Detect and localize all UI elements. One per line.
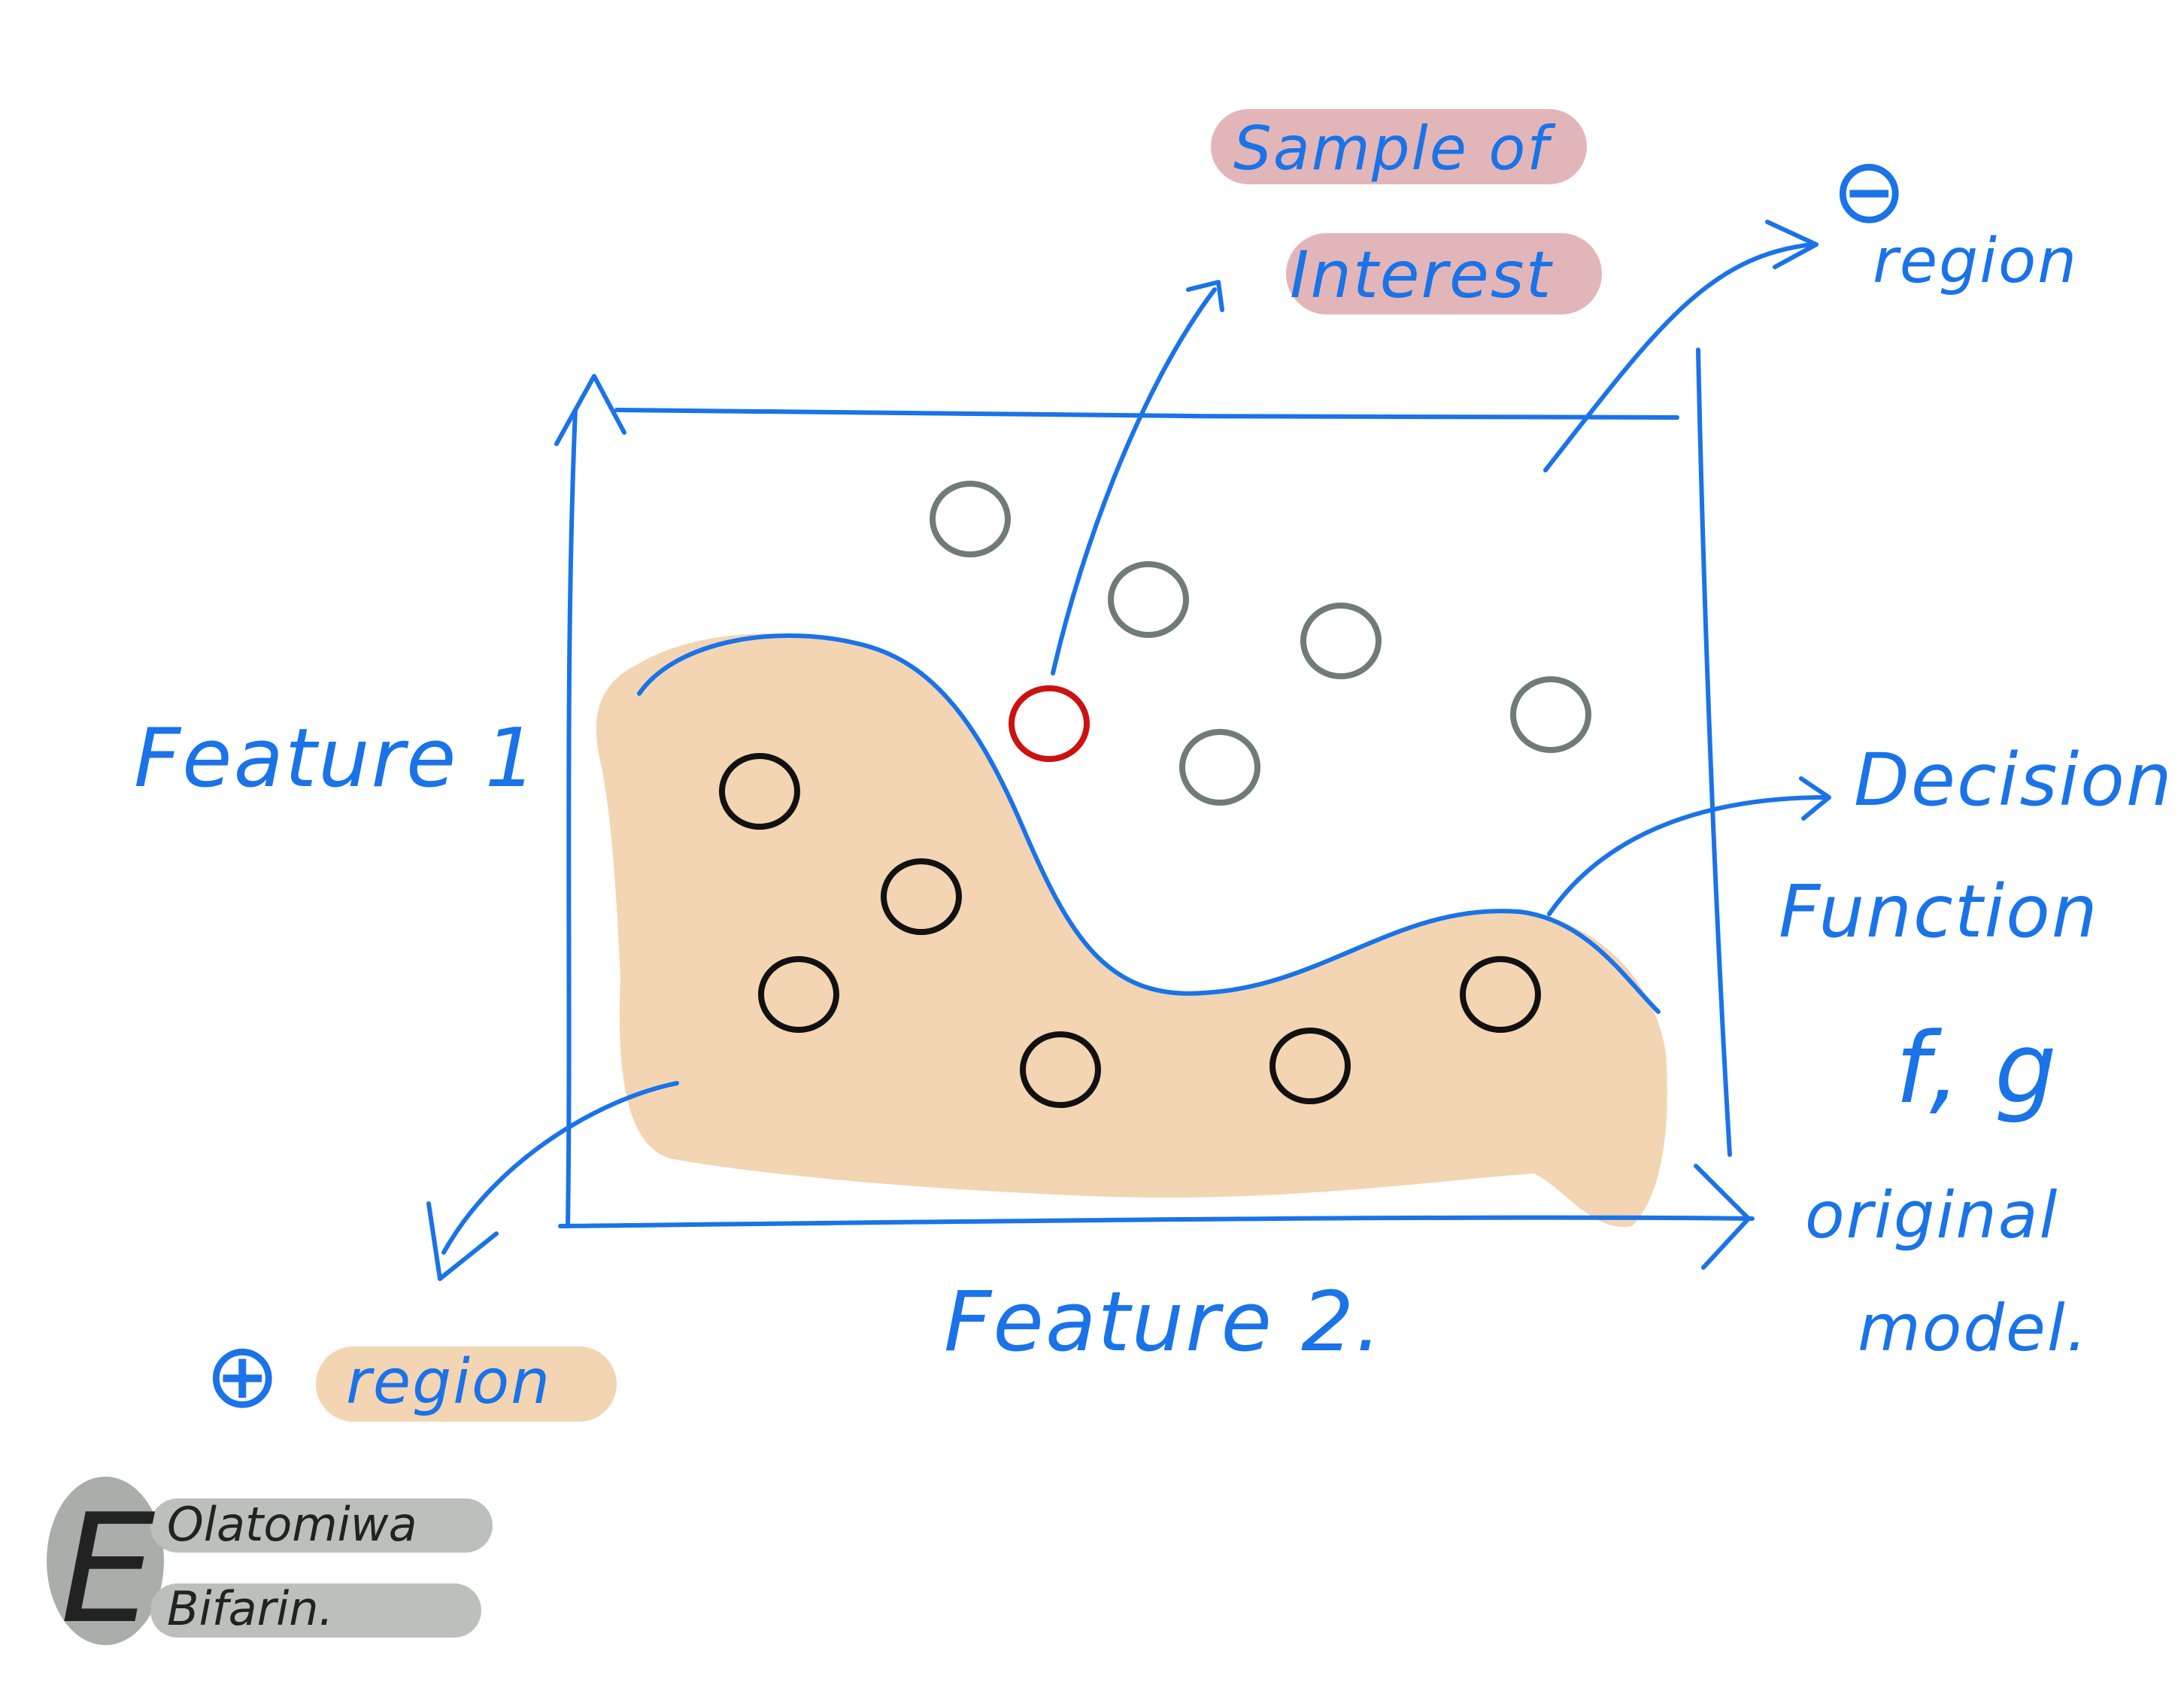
negative-sample-marker [1510, 676, 1591, 753]
sample-highlight [1211, 109, 1587, 184]
positive-region-label: region [346, 1346, 551, 1418]
signature-first-name-pill [150, 1498, 493, 1553]
sample-of-interest-marker [1009, 685, 1090, 762]
signature-first-name: Olatomiwa [167, 1497, 417, 1552]
negative-samples [930, 481, 1591, 806]
negative-region-label: region [1873, 226, 2078, 297]
sample-of-interest-arrowhead [1186, 280, 1224, 312]
positive-samples [719, 753, 1541, 1108]
positive-sample-marker [1020, 1031, 1101, 1108]
sample-of-interest-arrow [1051, 287, 1217, 676]
positive-sample-marker [719, 753, 800, 830]
positive-region-arrowhead [426, 1201, 499, 1281]
feature-1-label: Feature 1 [134, 712, 538, 806]
interest-highlight [1286, 233, 1602, 314]
positive-region-highlight [316, 1346, 617, 1422]
x-axis-arrowhead [1694, 1164, 1751, 1270]
original-model-label-line2: model. [1858, 1291, 2088, 1366]
signature-badge-blob [47, 1477, 164, 1645]
signature-last-name-pill [150, 1583, 481, 1638]
plot-frame-right [1696, 348, 1732, 1157]
decision-function-label-line2: Function [1779, 870, 2099, 954]
decision-function-label-line1: Decision [1854, 738, 2173, 822]
feature-2-label: Feature 2. [944, 1274, 1383, 1370]
positive-region-shading [596, 633, 1667, 1228]
negative-sample-marker [930, 481, 1011, 557]
positive-region-symbol: ⊕ [205, 1324, 282, 1428]
positive-sample-marker [1269, 1028, 1351, 1104]
signature-last-name: Bifarin. [167, 1581, 333, 1636]
negative-sample-marker [1179, 729, 1260, 806]
plot-frame-top [614, 408, 1679, 420]
x-axis [558, 1215, 1755, 1228]
positive-sample-marker [1460, 956, 1541, 1033]
sample-of-interest-group [1009, 685, 1090, 762]
positive-sample-marker [881, 858, 962, 935]
y-axis-arrowhead [554, 374, 626, 446]
positive-sample-marker [758, 956, 839, 1033]
decision-function-curve [637, 633, 1661, 1014]
negative-region-arrowhead [1765, 220, 1818, 269]
decision-function-arrowhead [1799, 776, 1831, 821]
sample-of-interest-label-line1: Sample of [1233, 114, 1556, 184]
original-model-label-line1: original [1805, 1178, 2058, 1253]
y-axis [566, 408, 578, 1228]
negative-region-symbol: ⊖ [1831, 139, 1909, 244]
positive-region-arrow [441, 1081, 679, 1255]
negative-sample-marker [1108, 561, 1189, 638]
signature-mark: E [60, 1482, 155, 1657]
negative-sample-marker [1300, 603, 1382, 679]
decision-function-symbols: f, g [1895, 1011, 2058, 1125]
negative-region-arrow [1543, 242, 1815, 472]
decision-function-arrow [1547, 795, 1830, 916]
sample-of-interest-label-line2: Interest [1290, 238, 1554, 313]
